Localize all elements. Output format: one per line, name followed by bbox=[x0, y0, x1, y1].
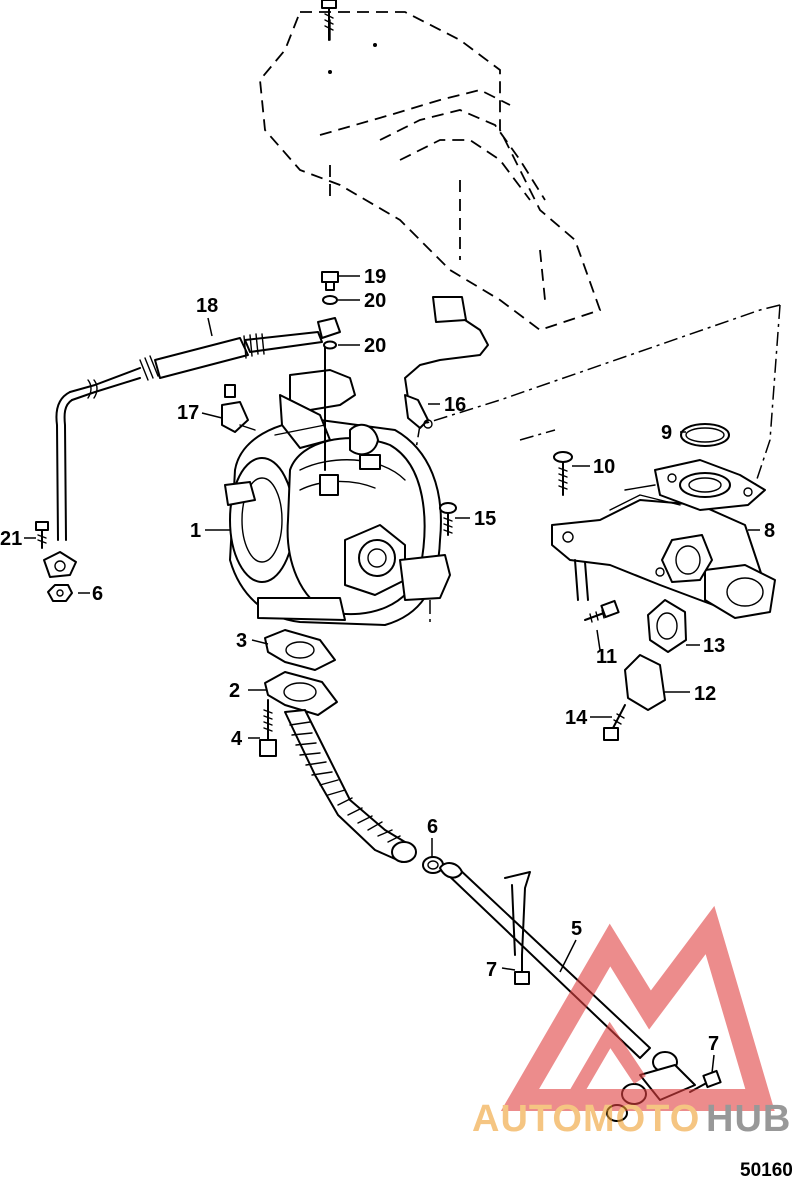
callout-1: 1 bbox=[190, 520, 201, 542]
cover-12 bbox=[624, 654, 666, 711]
washer-20-lower bbox=[323, 340, 337, 350]
callout-21: 21 bbox=[0, 528, 22, 550]
callout-5: 5 bbox=[571, 918, 582, 940]
callout-10: 10 bbox=[593, 456, 615, 478]
washer-20-upper bbox=[322, 295, 338, 305]
watermark-text-secondary: HUB bbox=[706, 1098, 791, 1140]
callout-11: 11 bbox=[596, 646, 617, 668]
reference-number: 50160 bbox=[740, 1160, 793, 1181]
callout-4: 4 bbox=[231, 728, 243, 750]
callout-12: 12 bbox=[694, 683, 716, 705]
gasket-2 bbox=[264, 671, 338, 716]
callout-13: 13 bbox=[703, 635, 725, 657]
callout-14: 14 bbox=[565, 707, 588, 729]
callout-15: 15 bbox=[474, 508, 496, 530]
gasket-9 bbox=[680, 423, 730, 447]
callout-7-right: 7 bbox=[708, 1033, 719, 1055]
nut-6-left bbox=[47, 584, 73, 602]
bolt-15 bbox=[439, 502, 457, 536]
valve-17 bbox=[221, 384, 256, 433]
watermark-triangle-icon bbox=[500, 905, 775, 1111]
callout-17: 17 bbox=[177, 402, 199, 424]
bolt-21 bbox=[35, 521, 49, 549]
oil-drain-hose bbox=[284, 709, 417, 863]
callout-19: 19 bbox=[364, 266, 386, 288]
gasket-13 bbox=[647, 599, 687, 653]
oring-6 bbox=[422, 856, 444, 874]
callout-3: 3 bbox=[236, 630, 247, 652]
callout-20-upper: 20 bbox=[364, 290, 386, 312]
callout-18: 18 bbox=[196, 295, 218, 317]
bolt-7-middle bbox=[514, 954, 530, 985]
banjo-bolt-19 bbox=[321, 271, 339, 291]
leader-lines bbox=[24, 275, 760, 1074]
oil-feed-line bbox=[43, 317, 341, 578]
callout-6-left: 6 bbox=[92, 583, 103, 605]
bolt-4 bbox=[259, 699, 277, 757]
callout-9: 9 bbox=[661, 422, 672, 444]
sensor-16 bbox=[404, 296, 489, 429]
callout-2: 2 bbox=[229, 680, 240, 702]
bolt-11 bbox=[584, 599, 620, 623]
top-bolt bbox=[321, 0, 337, 41]
bolt-14 bbox=[603, 704, 626, 741]
watermark-logo: AUTOMOTO HUB bbox=[472, 905, 791, 1140]
turbocharger bbox=[224, 344, 451, 626]
callout-6-lower: 6 bbox=[427, 816, 438, 838]
engine-block-phantom bbox=[259, 11, 602, 332]
bolt-10 bbox=[553, 451, 573, 496]
watermark-text-primary: AUTOMOTO bbox=[472, 1098, 700, 1140]
callout-7-middle: 7 bbox=[486, 959, 497, 981]
callout-20-lower: 20 bbox=[364, 335, 386, 357]
explode-lines bbox=[414, 304, 781, 625]
callout-8: 8 bbox=[764, 520, 775, 542]
callout-16: 16 bbox=[444, 394, 466, 416]
exhaust-elbow-8 bbox=[551, 459, 776, 619]
gasket-3 bbox=[264, 629, 336, 671]
callout-labels: 1 2 3 4 5 6 6 7 7 8 9 10 11 12 13 14 15 … bbox=[0, 266, 775, 1055]
